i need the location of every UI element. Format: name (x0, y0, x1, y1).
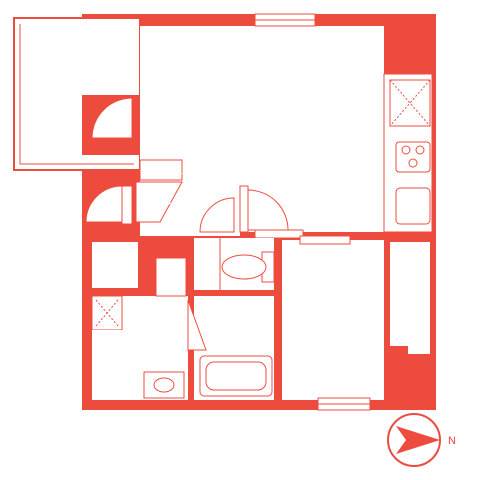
entrance-label: Ent. (147, 191, 172, 207)
powder-room-label-2: Room (138, 331, 178, 348)
ps-label: PS (104, 256, 128, 276)
ldk-label: LDK (269, 61, 316, 88)
room-size: 3.0J (313, 320, 355, 345)
fridge-space (389, 79, 431, 127)
sliding-door (254, 229, 304, 239)
unit-bath-label: UB (224, 319, 252, 341)
sink-icon (395, 187, 431, 225)
entrance-door (121, 185, 133, 225)
powder-door-swing (155, 257, 187, 297)
balcony-label: Balcony (38, 68, 106, 89)
balcony-door-swing (91, 97, 133, 139)
closet-label: Clo. (394, 289, 421, 306)
bath-door (187, 299, 207, 351)
compass: N (387, 413, 456, 467)
closet (390, 242, 430, 354)
powder-room-label-1: Powder (133, 313, 184, 330)
north-arrow-icon (396, 426, 440, 454)
pipe-space (92, 242, 138, 288)
bathtub-icon (199, 355, 273, 397)
room-label: Room (305, 290, 364, 315)
entrance-area (135, 181, 183, 223)
north-label: N (448, 435, 456, 447)
ldk-size: 9.2J (269, 93, 314, 120)
western-room (282, 240, 384, 400)
shoes-storage-label: Shoes Sto. (144, 167, 183, 176)
linen-label: Lin. (96, 337, 114, 349)
stove-icon (395, 141, 431, 173)
toilet-label: Toilet (205, 251, 219, 280)
washbasin-icon (143, 371, 185, 399)
toilet-door-swing (199, 197, 235, 233)
shoe-storage (139, 159, 183, 181)
room-sliding-door (299, 235, 351, 245)
toilet-icon (221, 254, 267, 280)
